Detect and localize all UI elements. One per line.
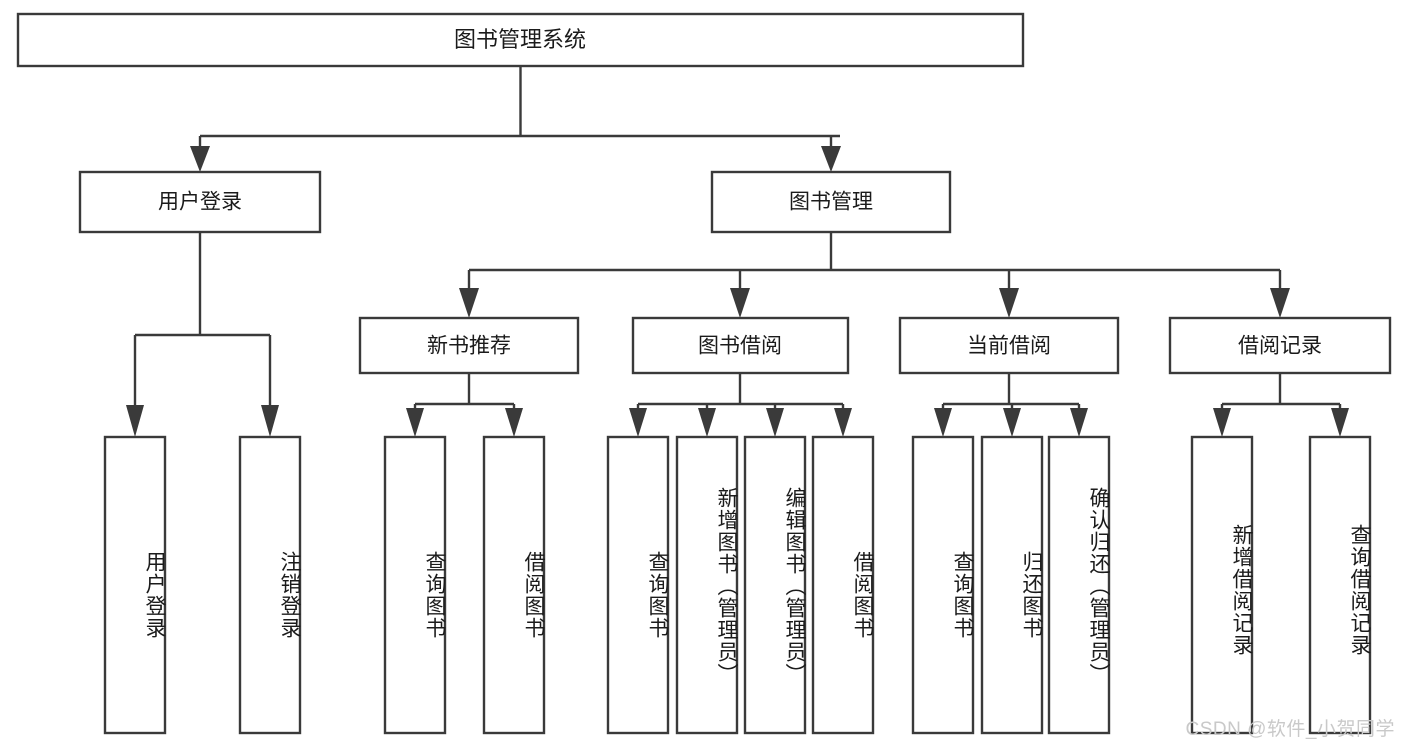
- node-leaf-confirm-return-admin-box[interactable]: [1047, 435, 1111, 735]
- node-borrow-record-label: 借阅记录: [1238, 335, 1322, 358]
- arrow-head-leaf-edit-book-admin: [766, 408, 784, 437]
- node-leaf-return-book-box[interactable]: [980, 435, 1044, 735]
- node-book-manage[interactable]: 图书管理: [710, 170, 952, 234]
- arrow-head-leaf-add-book-admin: [698, 408, 716, 437]
- node-leaf-logout-login-box[interactable]: [238, 435, 302, 735]
- node-leaf-query-borrow-record-box[interactable]: [1308, 435, 1372, 735]
- arrow-head-leaf-borrow-book-1: [505, 408, 523, 437]
- connector-group-root: [190, 66, 841, 172]
- arrow-head-leaf-add-borrow-record: [1213, 408, 1231, 437]
- node-book-manage-label: 图书管理: [789, 191, 873, 214]
- arrow-head-leaf-query-book-2: [629, 408, 647, 437]
- arrow-head-leaf-return-book: [1003, 408, 1021, 437]
- node-leaf-query-book-2-box[interactable]: [606, 435, 670, 735]
- connector-group-book-manage: [459, 232, 1290, 318]
- arrow-head-new-book-recommend: [459, 288, 479, 318]
- arrow-head-current-borrow: [999, 288, 1019, 318]
- connector-group-current-borrow: [934, 373, 1088, 437]
- node-current-borrow-label: 当前借阅: [967, 335, 1051, 358]
- node-current-borrow-box: [898, 316, 1120, 375]
- node-book-borrow[interactable]: 图书借阅: [631, 316, 850, 375]
- node-book-borrow-box: [631, 316, 850, 375]
- node-root-system-box: [16, 12, 1025, 68]
- node-leaf-borrow-book-2-box[interactable]: [811, 435, 875, 735]
- node-leaf-user-login-box[interactable]: [103, 435, 167, 735]
- connector-group-new-book-recommend: [406, 373, 523, 437]
- arrow-head-book-borrow: [730, 288, 750, 318]
- connector-group-book-borrow: [629, 373, 852, 437]
- arrow-head-leaf-user-login: [126, 405, 144, 437]
- node-book-borrow-label: 图书借阅: [698, 335, 782, 358]
- arrow-head-leaf-confirm-return-admin: [1070, 408, 1088, 437]
- arrow-head-user-login: [190, 146, 210, 172]
- node-leaf-borrow-book-1-box[interactable]: [482, 435, 546, 735]
- node-leaf-add-book-admin-box[interactable]: [675, 435, 739, 735]
- node-book-manage-box: [710, 170, 952, 234]
- csdn-watermark: CSDN @软件_小贺同学: [1185, 719, 1395, 740]
- arrow-head-leaf-query-book-3: [934, 408, 952, 437]
- node-leaf-add-borrow-record-box[interactable]: [1190, 435, 1254, 735]
- connector-group-borrow-record: [1213, 373, 1349, 437]
- connector-group-user-login: [126, 232, 279, 437]
- arrow-head-book-manage: [821, 146, 841, 172]
- node-root-system-label: 图书管理系统: [454, 27, 586, 52]
- node-new-book-recommend[interactable]: 新书推荐: [358, 316, 580, 375]
- node-borrow-record[interactable]: 借阅记录: [1168, 316, 1392, 375]
- node-borrow-record-box: [1168, 316, 1392, 375]
- node-new-book-recommend-label: 新书推荐: [427, 335, 511, 358]
- arrow-head-leaf-borrow-book-2: [834, 408, 852, 437]
- arrow-head-borrow-record: [1270, 288, 1290, 318]
- node-user-login-box: [78, 170, 322, 234]
- node-current-borrow[interactable]: 当前借阅: [898, 316, 1120, 375]
- node-leaf-query-book-3-box[interactable]: [911, 435, 975, 735]
- node-user-login[interactable]: 用户登录: [78, 170, 322, 234]
- arrow-head-leaf-logout-login: [261, 405, 279, 437]
- node-user-login-label: 用户登录: [158, 191, 242, 214]
- node-leaf-query-book-1-box[interactable]: [383, 435, 447, 735]
- node-leaf-edit-book-admin-box[interactable]: [743, 435, 807, 735]
- arrow-head-leaf-query-borrow-record: [1331, 408, 1349, 437]
- node-root-system[interactable]: 图书管理系统: [16, 12, 1025, 68]
- leaf-box-group: [103, 435, 1372, 735]
- node-new-book-recommend-box: [358, 316, 580, 375]
- arrow-head-leaf-query-book-1: [406, 408, 424, 437]
